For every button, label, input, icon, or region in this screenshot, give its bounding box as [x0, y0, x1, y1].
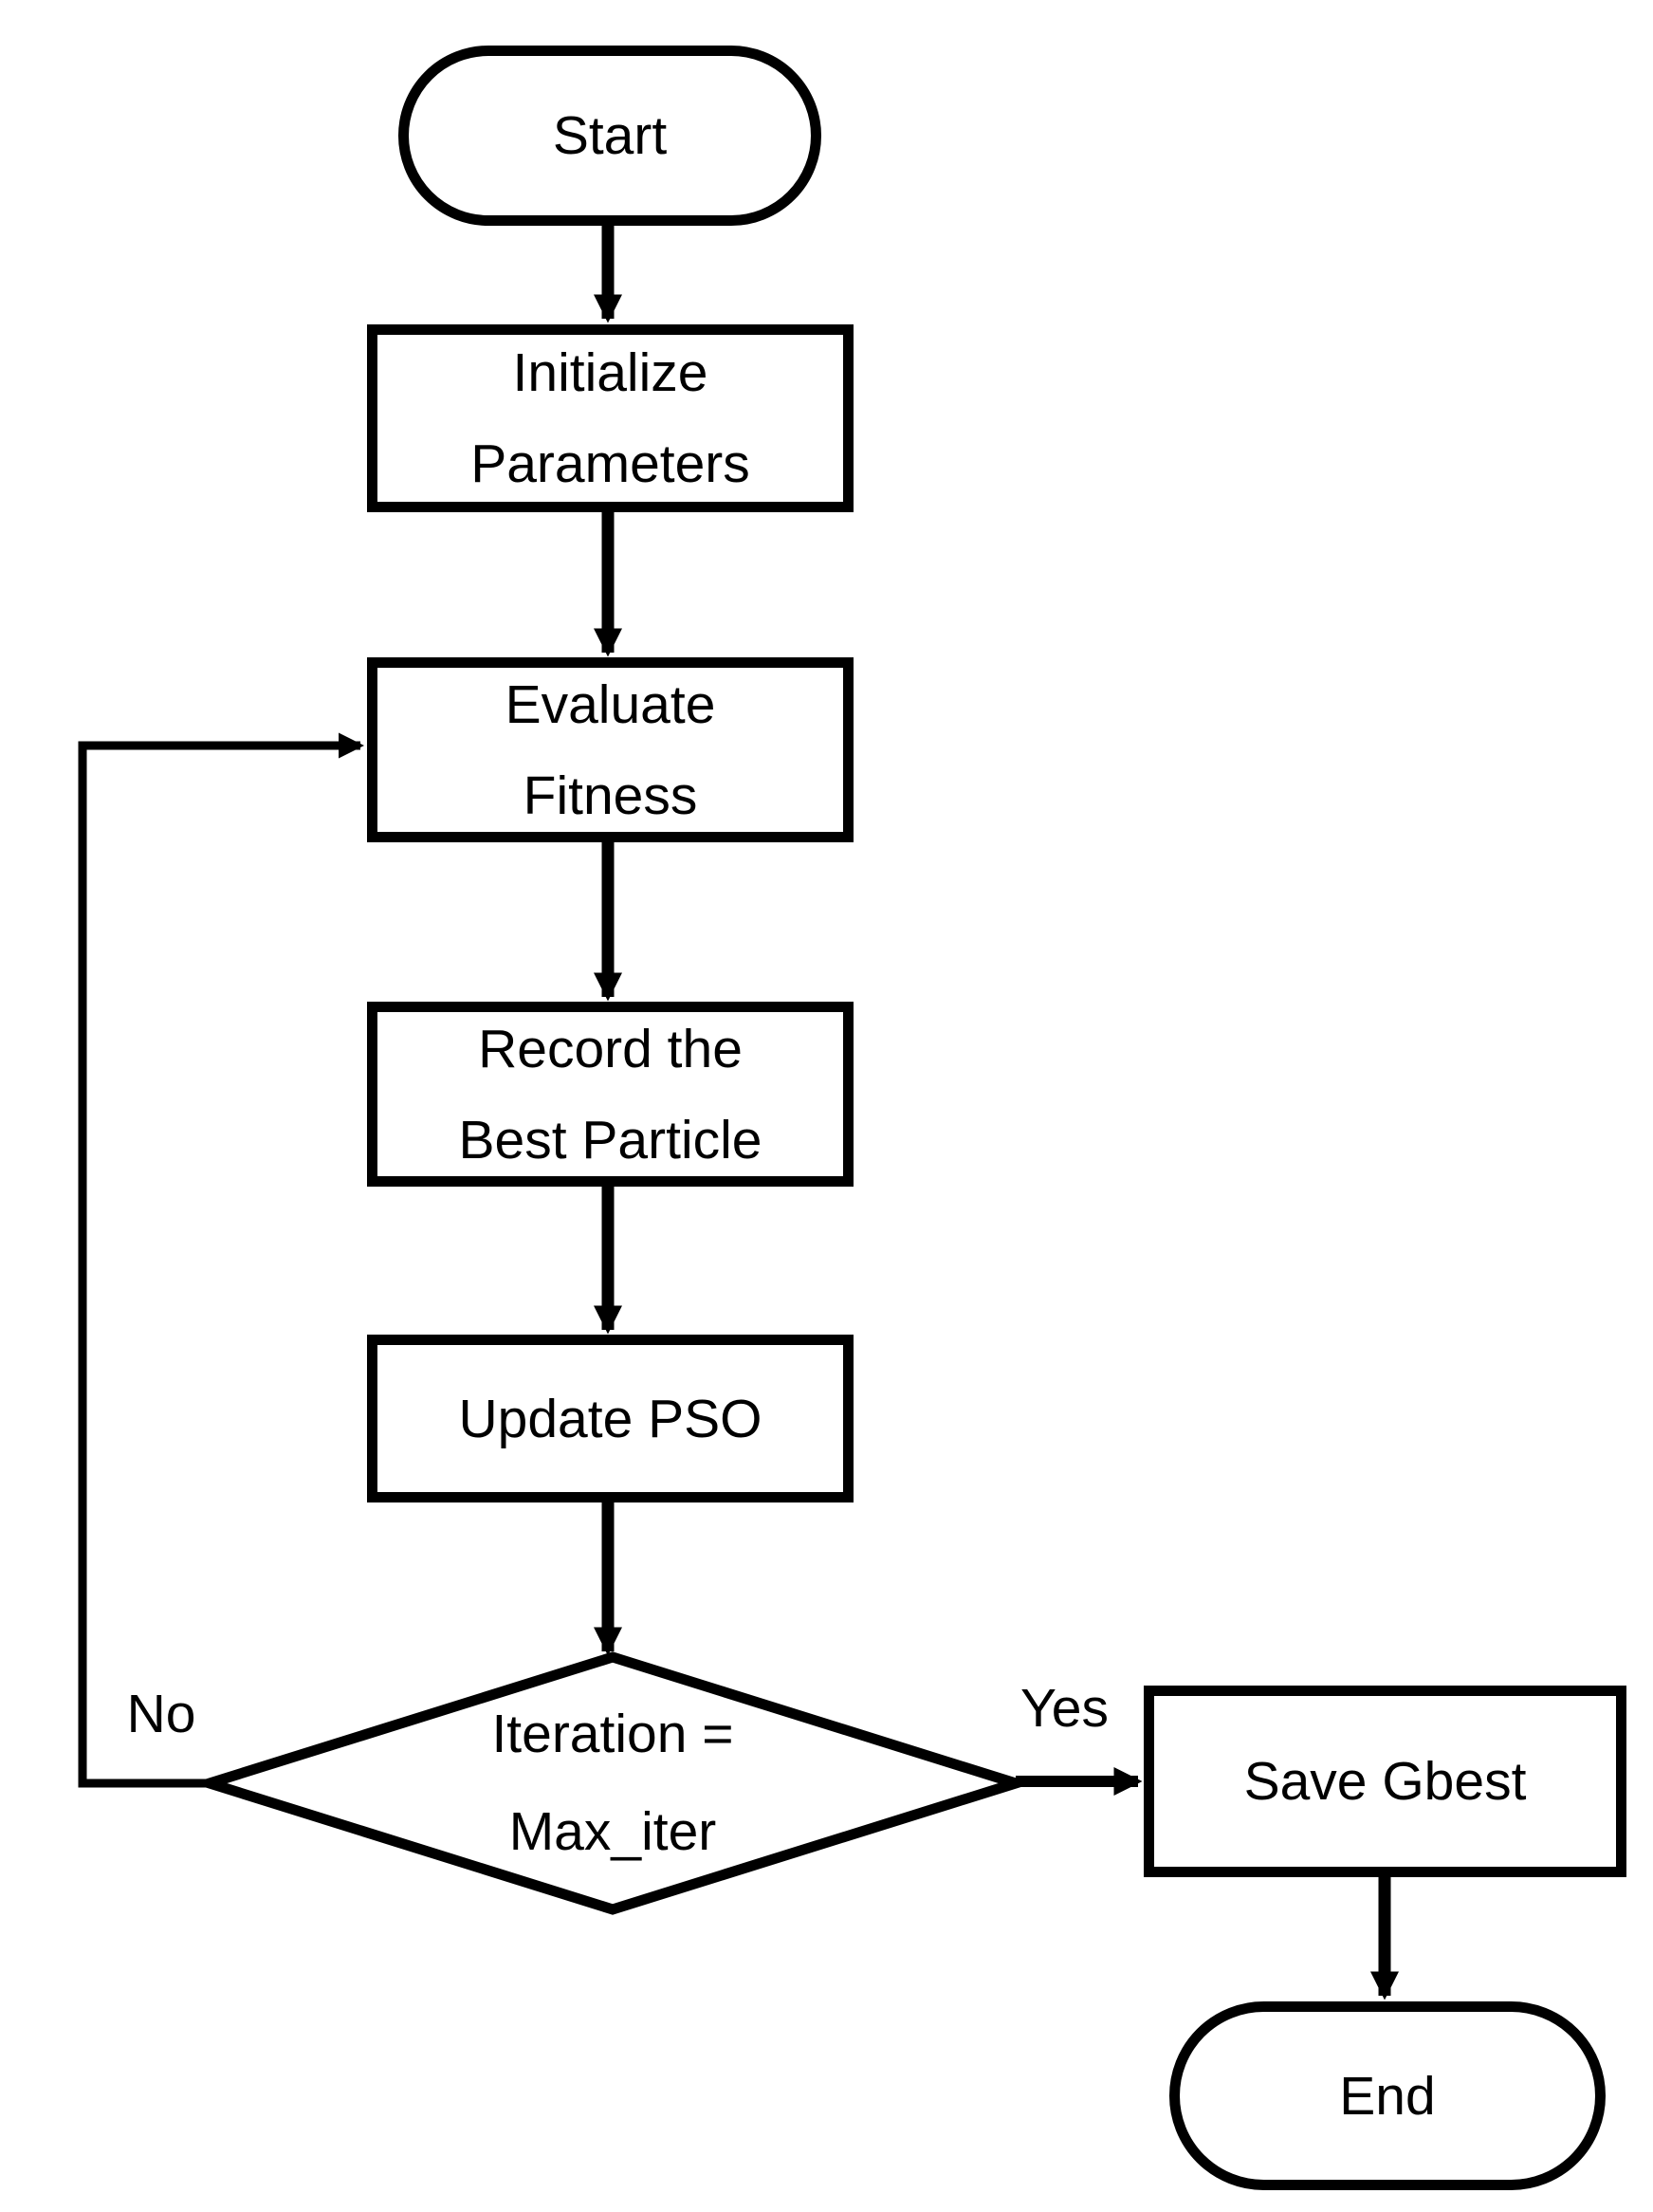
node-start: Start — [398, 46, 821, 226]
node-evaluate-fitness: Evaluate Fitness — [367, 657, 854, 842]
node-initialize-parameters: Initialize Parameters — [367, 324, 854, 512]
node-decision-line2: Max_iter — [508, 1801, 717, 1862]
node-evaluate-fitness-line1: Evaluate — [505, 673, 716, 735]
branch-label-yes: Yes — [1020, 1678, 1109, 1739]
node-update-pso-label: Update PSO — [458, 1388, 762, 1449]
node-start-label: Start — [552, 105, 668, 166]
node-initialize-parameters-line2: Parameters — [470, 433, 750, 494]
arrow-no-loop-to-evaluate — [78, 732, 365, 1788]
decision-diamond-shape — [192, 1651, 1034, 1915]
branch-label-no: No — [126, 1684, 196, 1744]
node-record-best-particle-line2: Best Particle — [458, 1109, 762, 1171]
node-decision-iteration-label: Iteration = Max_iter — [233, 1674, 992, 1892]
node-save-gbest: Save Gbest — [1144, 1686, 1626, 1877]
node-record-best-particle-line1: Record the — [478, 1018, 743, 1079]
node-record-best-particle: Record the Best Particle — [367, 1002, 854, 1187]
node-initialize-parameters-line1: Initialize — [512, 342, 708, 403]
node-update-pso: Update PSO — [367, 1335, 854, 1502]
node-evaluate-fitness-line2: Fitness — [523, 765, 698, 826]
node-end-label: End — [1339, 2065, 1436, 2127]
node-save-gbest-label: Save Gbest — [1243, 1751, 1527, 1812]
node-decision-line1: Iteration = — [491, 1704, 734, 1764]
node-end: End — [1169, 2001, 1606, 2190]
